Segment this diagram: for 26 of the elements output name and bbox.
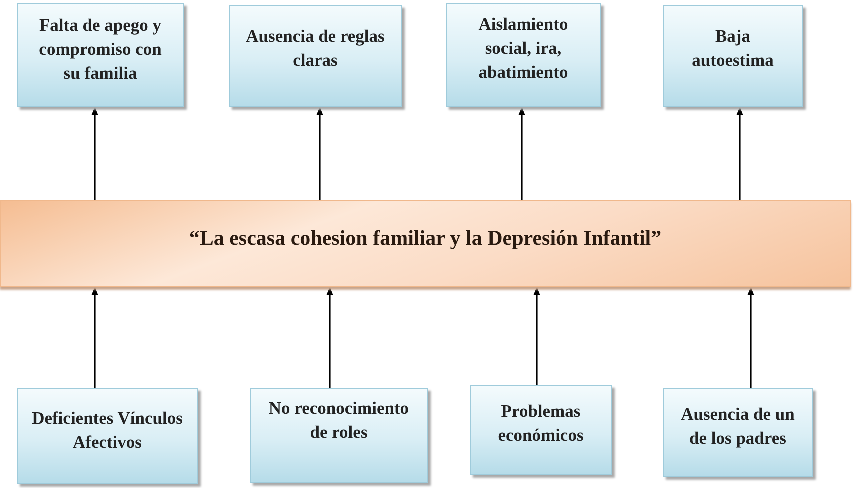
box-text: No reconocimiento de roles — [268, 397, 410, 444]
process-box — [470, 385, 612, 475]
arrow — [92, 107, 98, 200]
arrow — [748, 287, 754, 388]
process-box — [17, 388, 198, 484]
arrow — [534, 287, 540, 385]
arrow — [316, 107, 324, 200]
central-problem-band — [0, 200, 851, 287]
process-box — [663, 388, 813, 477]
process-box — [17, 3, 184, 107]
arrow — [326, 287, 334, 388]
process-box — [250, 388, 428, 483]
box-text: Ausencia de un de los padres — [680, 403, 796, 450]
box-text: Baja autoestima — [691, 25, 775, 72]
box-text: Aislamiento social, ira, abatimiento — [478, 13, 570, 84]
arrow — [736, 107, 744, 200]
box-text: Problemas económicos — [497, 400, 585, 447]
process-box — [663, 5, 803, 107]
arrow — [518, 107, 526, 200]
process-box — [446, 3, 601, 107]
arrow — [92, 287, 98, 388]
box-text: Deficientes Vínculos Afectivos — [31, 407, 184, 454]
title-text: “La escasa cohesion familiar y la Depresión Infantil” — [188, 225, 663, 251]
process-box — [229, 5, 402, 107]
box-text: Falta de apego y compromiso con su familia — [38, 14, 163, 85]
box-text: Ausencia de reglas claras — [245, 25, 386, 72]
